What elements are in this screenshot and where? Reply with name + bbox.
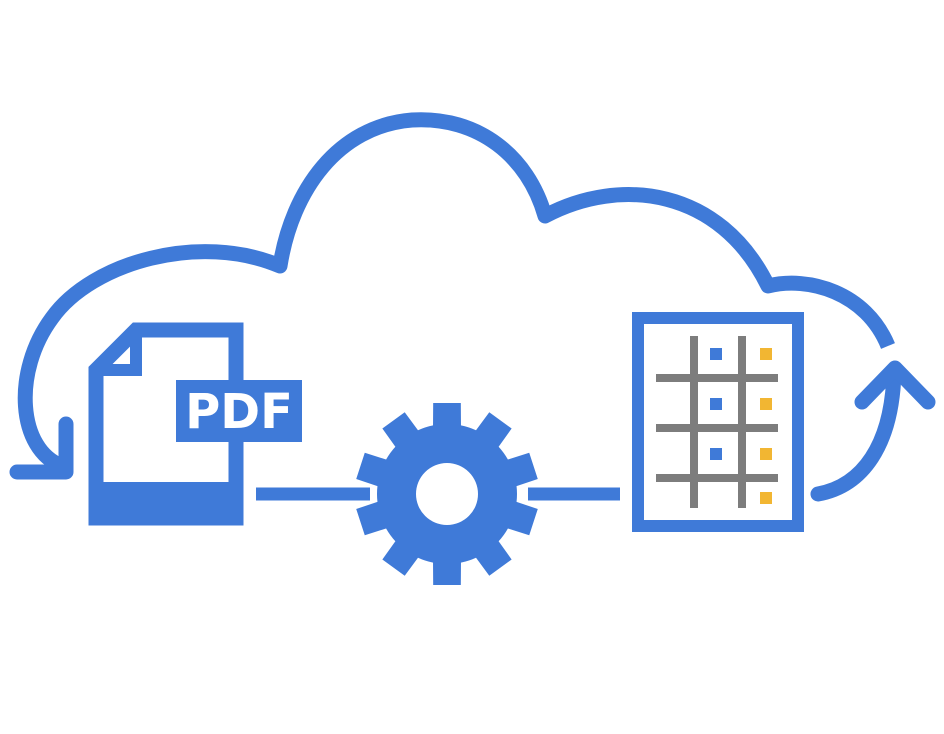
- cell-blue-1: [710, 348, 722, 360]
- cloud-outline-icon: [17, 112, 895, 474]
- gear-body: [356, 403, 538, 585]
- spreadsheet-grid-lines: [656, 336, 778, 508]
- spreadsheet-cells: [710, 348, 772, 504]
- cell-yellow-3: [760, 448, 772, 460]
- left-arrow-head: [9, 416, 74, 480]
- cell-blue-3: [710, 448, 722, 460]
- pdf-page-footer-band: [96, 482, 236, 522]
- cell-yellow-2: [760, 398, 772, 410]
- curved-arrow-up-icon: [810, 360, 936, 502]
- gear-icon: [356, 403, 538, 585]
- pdf-label-badge: [176, 380, 302, 442]
- pdf-label: PDF: [185, 384, 293, 440]
- spreadsheet-table-icon: [632, 312, 804, 532]
- pdf-document-icon: PDF: [88, 322, 302, 526]
- right-arrow-head: [854, 360, 936, 410]
- cell-blue-2: [710, 398, 722, 410]
- cell-yellow-4: [760, 492, 772, 504]
- pdf-page-fold: [96, 330, 142, 376]
- cell-yellow-1: [760, 348, 772, 360]
- curved-arrow-down-icon: [9, 416, 74, 480]
- cloud-outline-path: [17, 112, 895, 474]
- right-arrow-curve: [810, 364, 902, 502]
